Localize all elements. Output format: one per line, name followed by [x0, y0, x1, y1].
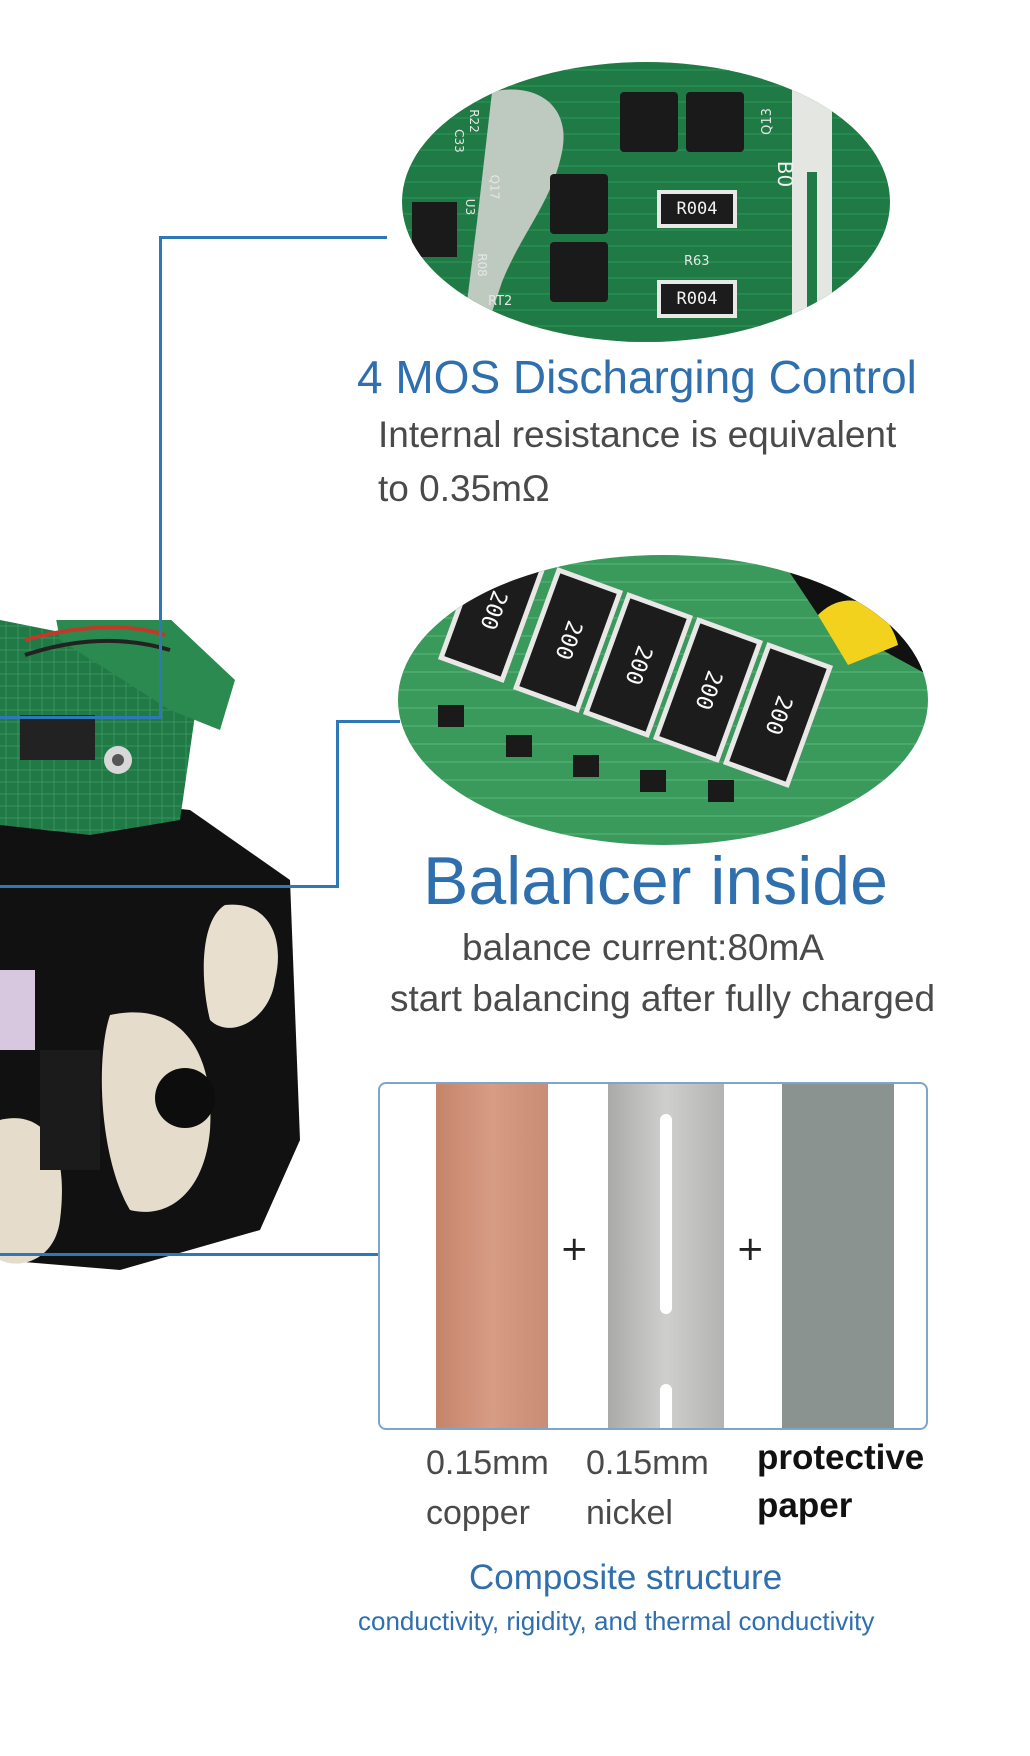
composite-subtitle: conductivity, rigidity, and thermal cond…	[358, 1606, 875, 1636]
connector-line-balancer-to-pack	[0, 885, 339, 888]
balancer-pcb-photo: 200 200 200 200 200	[398, 555, 928, 845]
resistor-label-r004-top: R004	[657, 190, 737, 228]
connector-line-mos-horizontal	[159, 236, 387, 239]
resistor-label-r004-bottom: R004	[657, 280, 737, 318]
composite-layers-panel: + +	[378, 1082, 928, 1430]
pcb-label-r08: R08	[474, 253, 489, 277]
copper-strip	[436, 1084, 548, 1428]
mos-pcb-photo: R004 R004 R63 Q13 B0 Q17 U3 RT2 R22 C33 …	[402, 62, 890, 342]
nickel-thickness: 0.15mm	[586, 1444, 709, 1482]
connector-line-balancer-vertical	[336, 720, 339, 888]
plus-sign-2: +	[736, 1229, 765, 1269]
plus-sign-1: +	[560, 1229, 589, 1269]
battery-pack-image	[0, 560, 310, 1320]
pcb-label-rt2: RT2	[488, 294, 513, 309]
nickel-label: nickel	[586, 1494, 673, 1532]
pcb-label-q13: Q13	[759, 108, 775, 135]
mos-line-1: Internal resistance is equivalent	[378, 414, 897, 455]
composite-title: Composite structure	[469, 1558, 783, 1597]
pcb-label-q17: Q17	[487, 174, 502, 200]
balancer-line-2: start balancing after fully charged	[390, 978, 936, 1019]
paper-thickness-label: protective	[757, 1438, 925, 1477]
balancer-line-1: balance current:80mA	[462, 927, 824, 968]
balancer-title: Balancer inside	[423, 843, 888, 919]
pcb-label-b0: B0	[773, 160, 798, 188]
connector-line-balancer-horizontal	[336, 720, 400, 723]
nickel-slot-top	[660, 1114, 672, 1314]
pcb-label-c33: C33	[451, 129, 466, 153]
nickel-slot-bottom	[660, 1384, 672, 1428]
connector-line-mos-to-pack	[0, 716, 162, 719]
connector-line-mos-vertical	[159, 237, 162, 717]
paper-label: paper	[757, 1486, 853, 1525]
nickel-strip	[608, 1084, 724, 1428]
connector-line-composite	[0, 1253, 380, 1256]
copper-thickness: 0.15mm	[426, 1444, 549, 1482]
pcb-label-u3: U3	[463, 198, 478, 216]
mos-title: 4 MOS Discharging Control	[357, 351, 917, 403]
pcb-label-r22: R22	[466, 109, 481, 133]
copper-label: copper	[426, 1494, 530, 1532]
pcb-label-r63: R63	[684, 254, 710, 269]
paper-strip	[782, 1084, 894, 1428]
mos-line-2: to 0.35mΩ	[378, 468, 550, 509]
